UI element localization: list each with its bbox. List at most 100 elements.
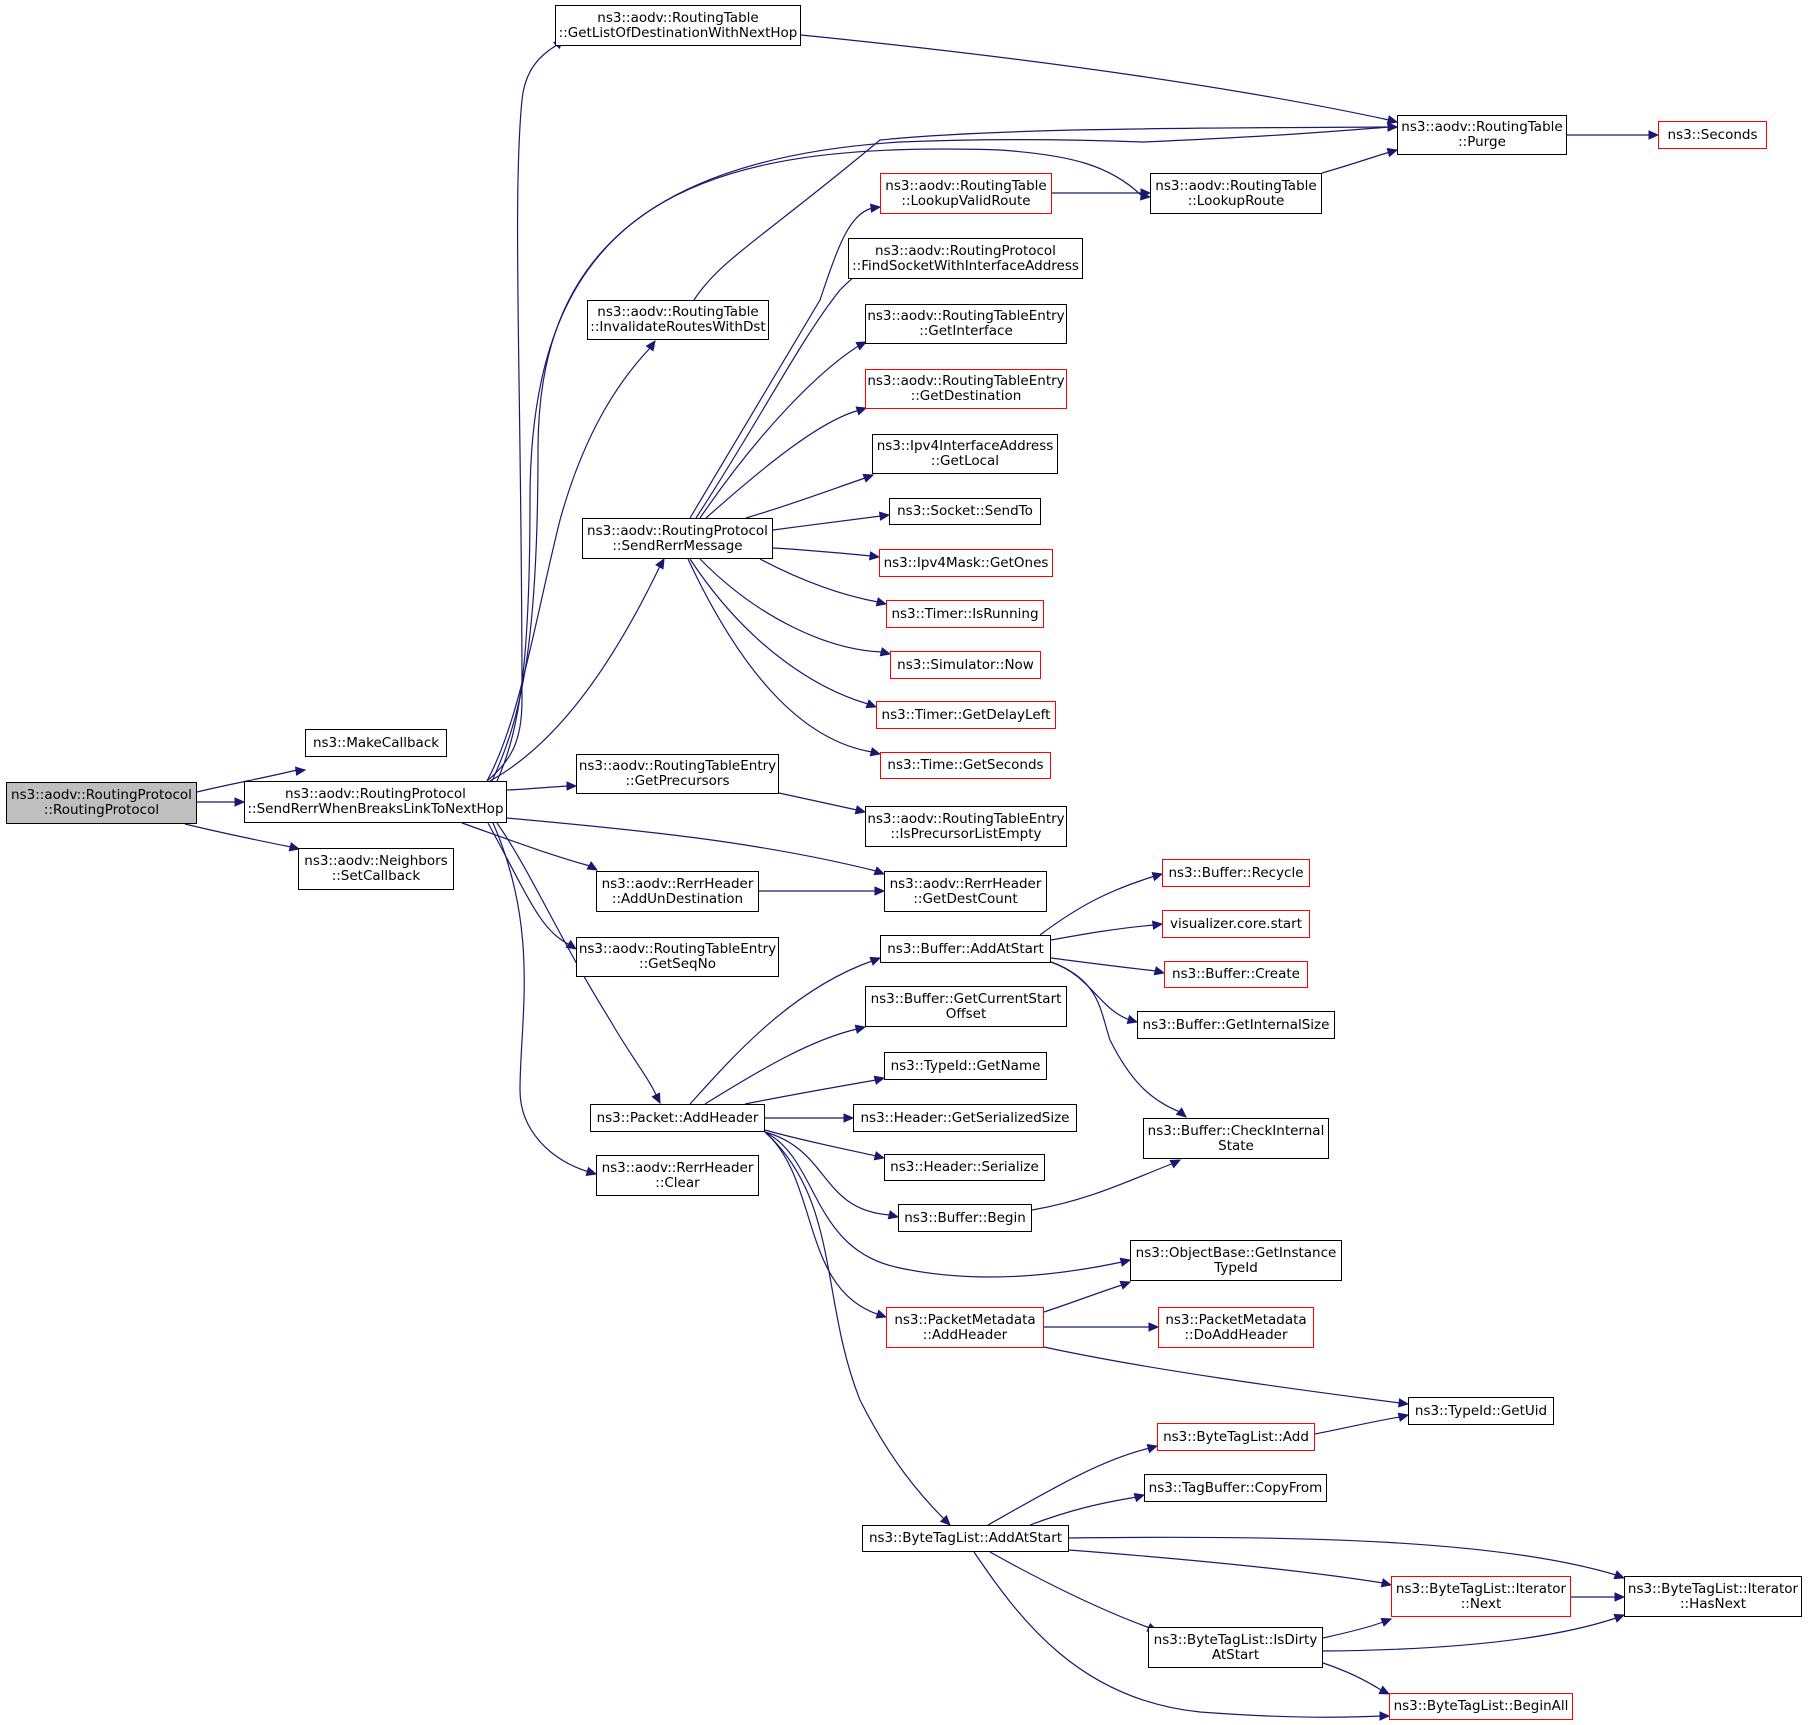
- node-simulator-now[interactable]: ns3::Simulator::Now: [890, 651, 1041, 679]
- edge-packet-add-header-to-get-name: [744, 1079, 877, 1105]
- edge-buffer-add-at-start-to-check-internal-arrowhead: [1175, 1107, 1187, 1118]
- node-ipv4mask-get-ones[interactable]: ns3::Ipv4Mask::GetOnes: [879, 549, 1053, 577]
- edge-getlist-to-purge-arrowhead: [1386, 115, 1399, 125]
- node-buffer-check-internal-state[interactable]: ns3::Buffer::CheckInternal State: [1143, 1118, 1329, 1159]
- edge-is-dirty-to-has-next-arrowhead: [1613, 1613, 1626, 1623]
- edge-sendrerr-to-add-un-destination: [461, 822, 591, 867]
- edge-ctor-to-make-callback-arrowhead: [294, 766, 307, 776]
- node-timer-is-running[interactable]: ns3::Timer::IsRunning: [886, 600, 1044, 628]
- node-buffer-recycle[interactable]: ns3::Buffer::Recycle: [1162, 859, 1310, 887]
- edge-sendrerr-msg-to-now-arrowhead: [879, 647, 892, 657]
- edge-sendrerr-msg-to-sendto: [772, 515, 882, 531]
- edge-sendrerr-to-get-precursors-arrowhead: [566, 781, 578, 791]
- node-rerr-get-dest-count[interactable]: ns3::aodv::RerrHeader ::GetDestCount: [884, 871, 1047, 912]
- node-bytetaglist-iterator-next[interactable]: ns3::ByteTagList::Iterator ::Next: [1391, 1576, 1571, 1617]
- node-invalidate-routes[interactable]: ns3::aodv::RoutingTable ::InvalidateRout…: [587, 300, 769, 340]
- node-typeid-get-uid[interactable]: ns3::TypeId::GetUid: [1408, 1397, 1554, 1425]
- node-timer-get-delay-left[interactable]: ns3::Timer::GetDelayLeft: [876, 701, 1056, 729]
- node-typeid-get-name[interactable]: ns3::TypeId::GetName: [884, 1052, 1047, 1080]
- node-bytetaglist-add[interactable]: ns3::ByteTagList::Add: [1157, 1423, 1315, 1451]
- edge-metadata-add-header-to-get-uid-arrowhead: [1397, 1398, 1410, 1408]
- node-send-rerr-message[interactable]: ns3::aodv::RoutingProtocol ::SendRerrMes…: [582, 518, 773, 559]
- node-routing-table-purge[interactable]: ns3::aodv::RoutingTable ::Purge: [1397, 115, 1567, 155]
- edge-packet-add-header-to-bytetaglist-add-at-start-arrowhead: [939, 1514, 951, 1526]
- node-lookup-valid-route[interactable]: ns3::aodv::RoutingTable ::LookupValidRou…: [880, 173, 1052, 214]
- node-seconds[interactable]: ns3::Seconds: [1658, 121, 1767, 149]
- node-rte-get-destination[interactable]: ns3::aodv::RoutingTableEntry ::GetDestin…: [865, 369, 1067, 409]
- edge-sendrerr-msg-to-get-seconds: [687, 558, 873, 753]
- node-visualizer-core-start[interactable]: visualizer.core.start: [1162, 910, 1310, 938]
- edge-buffer-begin-to-check-internal-arrowhead: [1169, 1159, 1182, 1169]
- edge-add-at-start-to-copy-from-arrowhead: [1133, 1493, 1146, 1503]
- edge-sendrerr-msg-to-now: [699, 558, 883, 653]
- edge-packet-add-header-to-buffer-add-at-start-arrowhead: [869, 956, 882, 966]
- edge-sendrerr-msg-to-get-interface: [699, 344, 861, 519]
- node-packet-add-header[interactable]: ns3::Packet::AddHeader: [590, 1104, 765, 1132]
- node-packet-metadata-do-add-header[interactable]: ns3::PacketMetadata ::DoAddHeader: [1158, 1307, 1314, 1348]
- edge-sendrerr-msg-to-delay-left: [689, 558, 869, 705]
- node-bytetaglist-is-dirty-at-start[interactable]: ns3::ByteTagList::IsDirty AtStart: [1148, 1627, 1323, 1668]
- edge-add-at-start-to-iterator-next: [1068, 1549, 1384, 1584]
- node-objectbase-get-instance-typeid[interactable]: ns3::ObjectBase::GetInstance TypeId: [1130, 1240, 1342, 1281]
- edge-add-at-start-to-begin-all-arrowhead: [1379, 1711, 1391, 1721]
- edge-buffer-add-at-start-to-internal-size-arrowhead: [1126, 1014, 1139, 1024]
- edge-packet-add-header-to-bytetaglist-add-at-start: [764, 1131, 946, 1521]
- node-header-get-serialized-size[interactable]: ns3::Header::GetSerializedSize: [853, 1104, 1077, 1132]
- edge-sendrerr-to-rerr-clear-arrowhead: [585, 1166, 598, 1176]
- node-socket-send-to[interactable]: ns3::Socket::SendTo: [889, 498, 1041, 525]
- edge-purge-to-seconds-arrowhead: [1648, 130, 1660, 140]
- node-buffer-add-at-start[interactable]: ns3::Buffer::AddAtStart: [880, 935, 1051, 963]
- node-ipv4-get-local[interactable]: ns3::Ipv4InterfaceAddress ::GetLocal: [872, 434, 1058, 474]
- edge-sendrerr-msg-to-is-running: [759, 558, 879, 603]
- node-bytetaglist-add-at-start[interactable]: ns3::ByteTagList::AddAtStart: [862, 1525, 1069, 1552]
- node-make-callback[interactable]: ns3::MakeCallback: [305, 729, 447, 757]
- edge-add-at-start-to-is-dirty: [989, 1551, 1151, 1629]
- node-header-serialize[interactable]: ns3::Header::Serialize: [884, 1154, 1045, 1181]
- node-bytetaglist-iterator-has-next[interactable]: ns3::ByteTagList::Iterator ::HasNext: [1624, 1576, 1802, 1617]
- edge-sendrerr-msg-to-get-local: [745, 477, 866, 519]
- node-rte-is-precursor-list-empty[interactable]: ns3::aodv::RoutingTableEntry ::IsPrecurs…: [865, 806, 1067, 847]
- node-bytetaglist-begin-all[interactable]: ns3::ByteTagList::BeginAll: [1389, 1693, 1573, 1720]
- node-send-rerr-when-breaks[interactable]: ns3::aodv::RoutingProtocol ::SendRerrWhe…: [244, 781, 507, 823]
- edge-packet-add-header-to-get-instance-typeid-arrowhead: [1119, 1257, 1132, 1267]
- edge-add-at-start-to-iterator-next-arrowhead: [1380, 1578, 1393, 1588]
- edge-is-dirty-to-begin-all: [1322, 1662, 1382, 1691]
- edge-sendrerr-to-lookup-route: [496, 148, 1143, 782]
- node-neighbors-set-callback[interactable]: ns3::aodv::Neighbors ::SetCallback: [298, 848, 454, 890]
- edge-sendrerr-msg-to-sendto-arrowhead: [878, 511, 891, 521]
- node-rte-get-precursors[interactable]: ns3::aodv::RoutingTableEntry ::GetPrecur…: [576, 754, 779, 794]
- edge-sendrerr-to-invalidate: [486, 347, 651, 782]
- node-lookup-route[interactable]: ns3::aodv::RoutingTable ::LookupRoute: [1150, 173, 1322, 214]
- node-time-get-seconds[interactable]: ns3::Time::GetSeconds: [880, 752, 1051, 779]
- edge-bytetaglist-add-to-get-uid-arrowhead: [1397, 1412, 1410, 1422]
- edge-buffer-add-at-start-to-visualizer: [1050, 924, 1155, 941]
- edge-metadata-add-header-to-instance-typeid: [1043, 1284, 1123, 1313]
- edge-packet-add-header-to-current-start-offset: [704, 1028, 858, 1105]
- edge-metadata-add-header-to-instance-typeid-arrowhead: [1119, 1280, 1132, 1290]
- edge-sendrerr-to-get-seq-no: [487, 822, 571, 946]
- edge-sendrerr-msg-to-get-destination-arrowhead: [855, 406, 868, 416]
- node-buffer-get-internal-size[interactable]: ns3::Buffer::GetInternalSize: [1137, 1011, 1335, 1039]
- node-rerr-add-un-destination[interactable]: ns3::aodv::RerrHeader ::AddUnDestination: [596, 871, 759, 912]
- node-tagbuffer-copy-from[interactable]: ns3::TagBuffer::CopyFrom: [1144, 1474, 1327, 1502]
- edge-get-precursors-to-is-empty-arrowhead: [854, 805, 867, 815]
- node-buffer-get-current-start-offset[interactable]: ns3::Buffer::GetCurrentStart Offset: [865, 986, 1067, 1027]
- node-rerr-clear[interactable]: ns3::aodv::RerrHeader ::Clear: [596, 1155, 759, 1196]
- node-get-list-of-destination[interactable]: ns3::aodv::RoutingTable ::GetListOfDesti…: [555, 5, 801, 46]
- edge-buffer-add-at-start-to-visualizer-arrowhead: [1151, 920, 1164, 930]
- node-rte-get-seq-no[interactable]: ns3::aodv::RoutingTableEntry ::GetSeqNo: [576, 937, 779, 977]
- node-find-socket[interactable]: ns3::aodv::RoutingProtocol ::FindSocketW…: [848, 238, 1083, 279]
- node-rte-get-interface[interactable]: ns3::aodv::RoutingTableEntry ::GetInterf…: [865, 304, 1067, 344]
- edge-sendrerr-to-packet-add-header-arrowhead: [651, 1092, 661, 1105]
- edge-getlist-to-purge: [800, 34, 1390, 121]
- node-buffer-create[interactable]: ns3::Buffer::Create: [1164, 961, 1308, 988]
- node-routing-protocol-ctor: ns3::aodv::RoutingProtocol ::RoutingProt…: [6, 782, 197, 824]
- edge-get-precursors-to-is-empty: [778, 792, 858, 811]
- edge-packet-add-header-to-buffer-add-at-start: [689, 960, 873, 1105]
- edge-ctor-to-neighbors-arrowhead: [288, 842, 301, 852]
- edge-packet-add-header-to-serialize: [764, 1129, 877, 1157]
- node-buffer-begin[interactable]: ns3::Buffer::Begin: [898, 1204, 1032, 1232]
- edge-packet-add-header-to-buffer-begin-arrowhead: [887, 1210, 900, 1220]
- node-packet-metadata-add-header[interactable]: ns3::PacketMetadata ::AddHeader: [886, 1307, 1044, 1348]
